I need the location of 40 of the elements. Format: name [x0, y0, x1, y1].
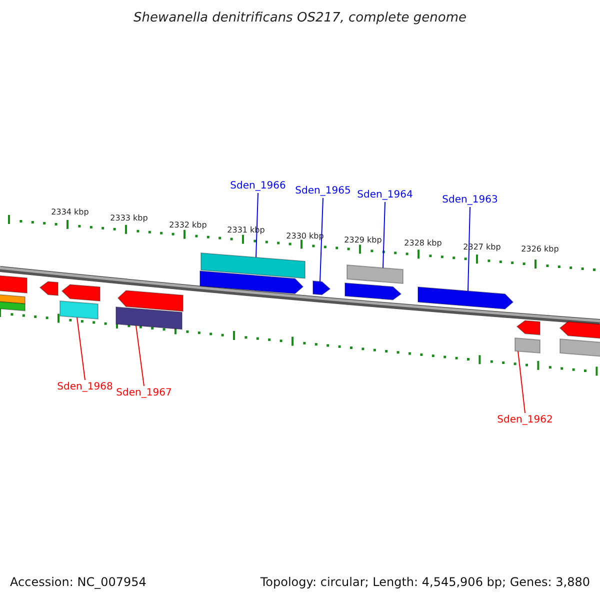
diagram-title: Shewanella denitrificans OS217, complete genome [134, 10, 466, 26]
scale-label: 2328 kbp [404, 238, 442, 248]
leader-line [468, 206, 470, 292]
leader-line [136, 325, 144, 386]
gene-label: Sden_1964 [357, 190, 413, 200]
gene-feature [0, 300, 26, 312]
gene-feature [116, 306, 182, 330]
gene-feature [516, 320, 540, 336]
gene-label: Sden_1967 [116, 388, 172, 398]
scale-label: 2326 kbp [521, 244, 559, 254]
accession-label: Accession: NC_007954 [10, 575, 146, 589]
gene-label: Sden_1968 [57, 382, 113, 392]
gene-feature [514, 337, 540, 354]
gene-label: Sden_1965 [295, 186, 351, 196]
scale-label: 2332 kbp [169, 220, 207, 230]
gene-feature [418, 286, 514, 310]
gene-feature [60, 300, 98, 320]
leader-line [76, 316, 86, 380]
scale-label: 2334 kbp [51, 208, 89, 216]
gene-label: Sden_1963 [442, 194, 498, 206]
gene-feature [200, 270, 304, 294]
gene-feature [39, 281, 58, 296]
gene-feature [0, 274, 28, 294]
leader-line [518, 350, 526, 414]
genome-summary: Topology: circular; Length: 4,545,906 bp; Genes: 3,880 [260, 575, 590, 589]
gene-label: Sden_1962 [497, 414, 553, 426]
scale-label: 2333 kbp [110, 214, 148, 222]
gene-feature [312, 280, 331, 296]
gene-feature [560, 338, 600, 358]
gene-feature [61, 284, 100, 302]
leader-line [382, 202, 386, 268]
gene-feature [559, 321, 600, 340]
gene-feature [346, 264, 404, 284]
gene-feature [117, 290, 184, 312]
gene-feature [200, 252, 306, 279]
leader-line [320, 198, 324, 282]
gene-label: Sden_1966 [230, 180, 286, 192]
scale-label: 2329 kbp [344, 236, 382, 244]
leader-line [256, 192, 258, 258]
gene-feature [344, 282, 402, 300]
